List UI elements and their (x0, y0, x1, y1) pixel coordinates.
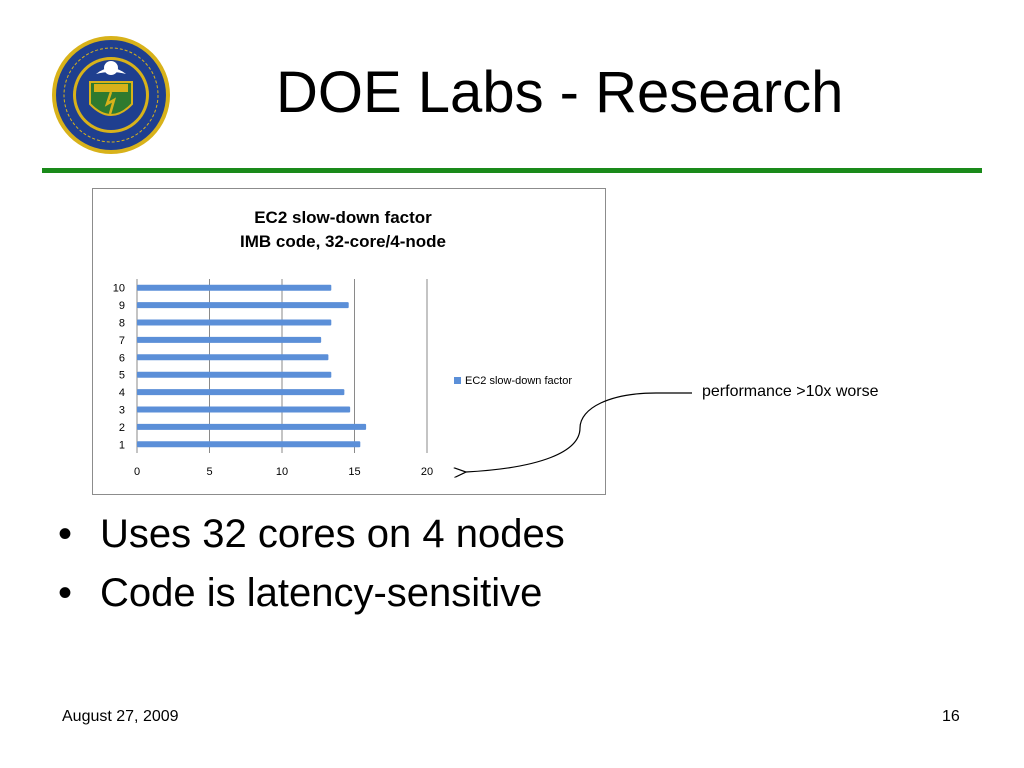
bullet-text: Code is latency-sensitive (100, 571, 543, 615)
legend-label: EC2 slow-down factor (465, 375, 572, 387)
y-tick-label: 5 (119, 370, 125, 382)
bar (137, 441, 361, 448)
chart-title: EC2 slow-down factor (254, 208, 432, 227)
bar (137, 319, 332, 326)
bar (137, 389, 345, 396)
footer-date: August 27, 2009 (62, 708, 179, 725)
legend-swatch (454, 377, 461, 384)
performance-annotation: performance >10x worse (702, 383, 879, 400)
x-tick-label: 20 (421, 466, 433, 478)
chart-container: EC2 slow-down factor IMB code, 32-core/4… (92, 188, 606, 495)
y-tick-label: 3 (119, 405, 125, 417)
page-number: 16 (942, 708, 960, 725)
slide-title: DOE Labs - Research (276, 60, 844, 125)
y-tick-label: 4 (119, 387, 125, 399)
bar-chart: EC2 slow-down factor IMB code, 32-core/4… (113, 208, 573, 478)
bullet-text: Uses 32 cores on 4 nodes (100, 512, 565, 556)
title-divider (42, 168, 982, 173)
y-tick-label: 1 (119, 439, 125, 451)
y-tick-label: 2 (119, 422, 125, 434)
bullet-item: • Code is latency-sensitive (58, 573, 565, 613)
y-tick-label: 8 (119, 318, 125, 330)
bar (137, 336, 322, 343)
bullet-dot: • (58, 512, 73, 556)
x-tick-label: 15 (348, 466, 360, 478)
bar (137, 406, 351, 413)
doe-seal-logo (50, 34, 172, 156)
bar (137, 284, 332, 291)
bar (137, 423, 367, 430)
y-tick-label: 6 (119, 352, 125, 364)
y-tick-label: 7 (119, 335, 125, 347)
x-tick-label: 5 (206, 466, 212, 478)
bar (137, 354, 329, 361)
y-tick-label: 10 (113, 283, 125, 295)
chart-subtitle: IMB code, 32-core/4-node (240, 232, 446, 251)
bullet-item: • Uses 32 cores on 4 nodes (58, 514, 565, 554)
bar (137, 302, 349, 309)
bar (137, 371, 332, 378)
x-tick-label: 10 (276, 466, 288, 478)
bullet-list: • Uses 32 cores on 4 nodes • Code is lat… (58, 514, 565, 632)
bullet-dot: • (58, 571, 73, 615)
y-tick-label: 9 (119, 300, 125, 312)
x-tick-label: 0 (134, 466, 140, 478)
